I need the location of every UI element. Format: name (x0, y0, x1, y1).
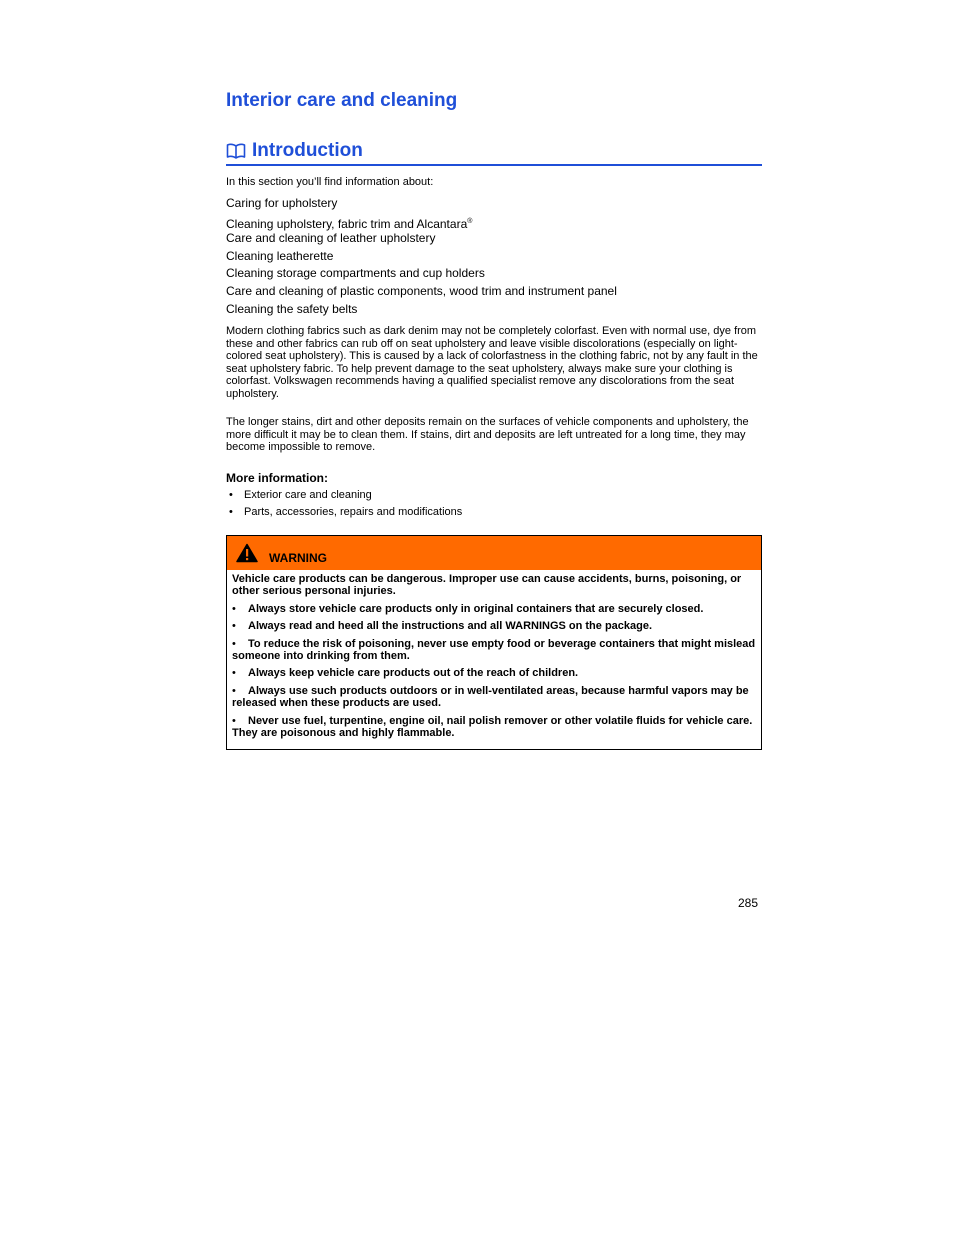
bullet: • (232, 684, 236, 697)
warning-item: •Always keep vehicle care products out o… (232, 667, 579, 680)
intro-lead: In this section you’ll find information … (226, 176, 434, 188)
body-paragraph: Modern clothing fabrics such as dark den… (226, 325, 758, 400)
section-title: Introduction (252, 140, 363, 161)
warning-item: •To reduce the risk of poisoning, never … (232, 637, 756, 663)
warning-header: WARNING (227, 536, 761, 570)
topic-link[interactable]: Caring for upholstery (226, 196, 338, 210)
bullet: • (229, 506, 233, 518)
warning-item: •Always store vehicle care products only… (232, 602, 704, 615)
more-info-link[interactable]: •Parts, accessories, repairs and modific… (226, 504, 462, 521)
warning-triangle-icon (236, 543, 258, 563)
registered-mark: ® (467, 217, 473, 225)
warning-intro: Vehicle care products can be dangerous. … (232, 573, 742, 598)
topic-list: Caring for upholstery Cleaning upholster… (226, 195, 617, 318)
body-paragraph: The longer stains, dirt and other deposi… (226, 416, 749, 454)
topic-link[interactable]: Cleaning the safety belts (226, 301, 358, 316)
more-info-link[interactable]: •Exterior care and cleaning (226, 487, 462, 504)
warning-box: WARNING Vehicle care products can be dan… (226, 535, 762, 750)
section-header: Introduction (226, 140, 762, 166)
more-info-list: •Exterior care and cleaning •Parts, acce… (226, 487, 462, 521)
bullet: • (232, 602, 236, 615)
topic-link[interactable]: Cleaning leatherette (226, 248, 334, 263)
more-info-heading: More information: (226, 471, 328, 485)
warning-title: WARNING (269, 551, 327, 565)
bullet: • (229, 489, 233, 501)
warning-body: Vehicle care products can be dangerous. … (232, 573, 756, 744)
book-icon (226, 143, 246, 159)
bullet: • (232, 667, 236, 680)
warning-item: •Always use such products outdoors or in… (232, 684, 749, 710)
warning-item: •Always read and heed all the instructio… (232, 620, 653, 633)
warning-item: •Never use fuel, turpentine, engine oil,… (232, 714, 753, 740)
topic-link[interactable]: Cleaning upholstery, fabric trim and Alc… (226, 216, 473, 231)
chapter-title: Interior care and cleaning (226, 90, 458, 111)
page-number: 285 (738, 896, 759, 910)
bullet: • (232, 714, 236, 727)
bullet: • (232, 637, 236, 650)
topic-link[interactable]: Cleaning storage compartments and cup ho… (226, 266, 485, 281)
topic-link[interactable]: Care and cleaning of plastic components,… (226, 283, 617, 298)
bullet: • (232, 620, 236, 633)
topic-link[interactable]: Care and cleaning of leather upholstery (226, 231, 436, 246)
